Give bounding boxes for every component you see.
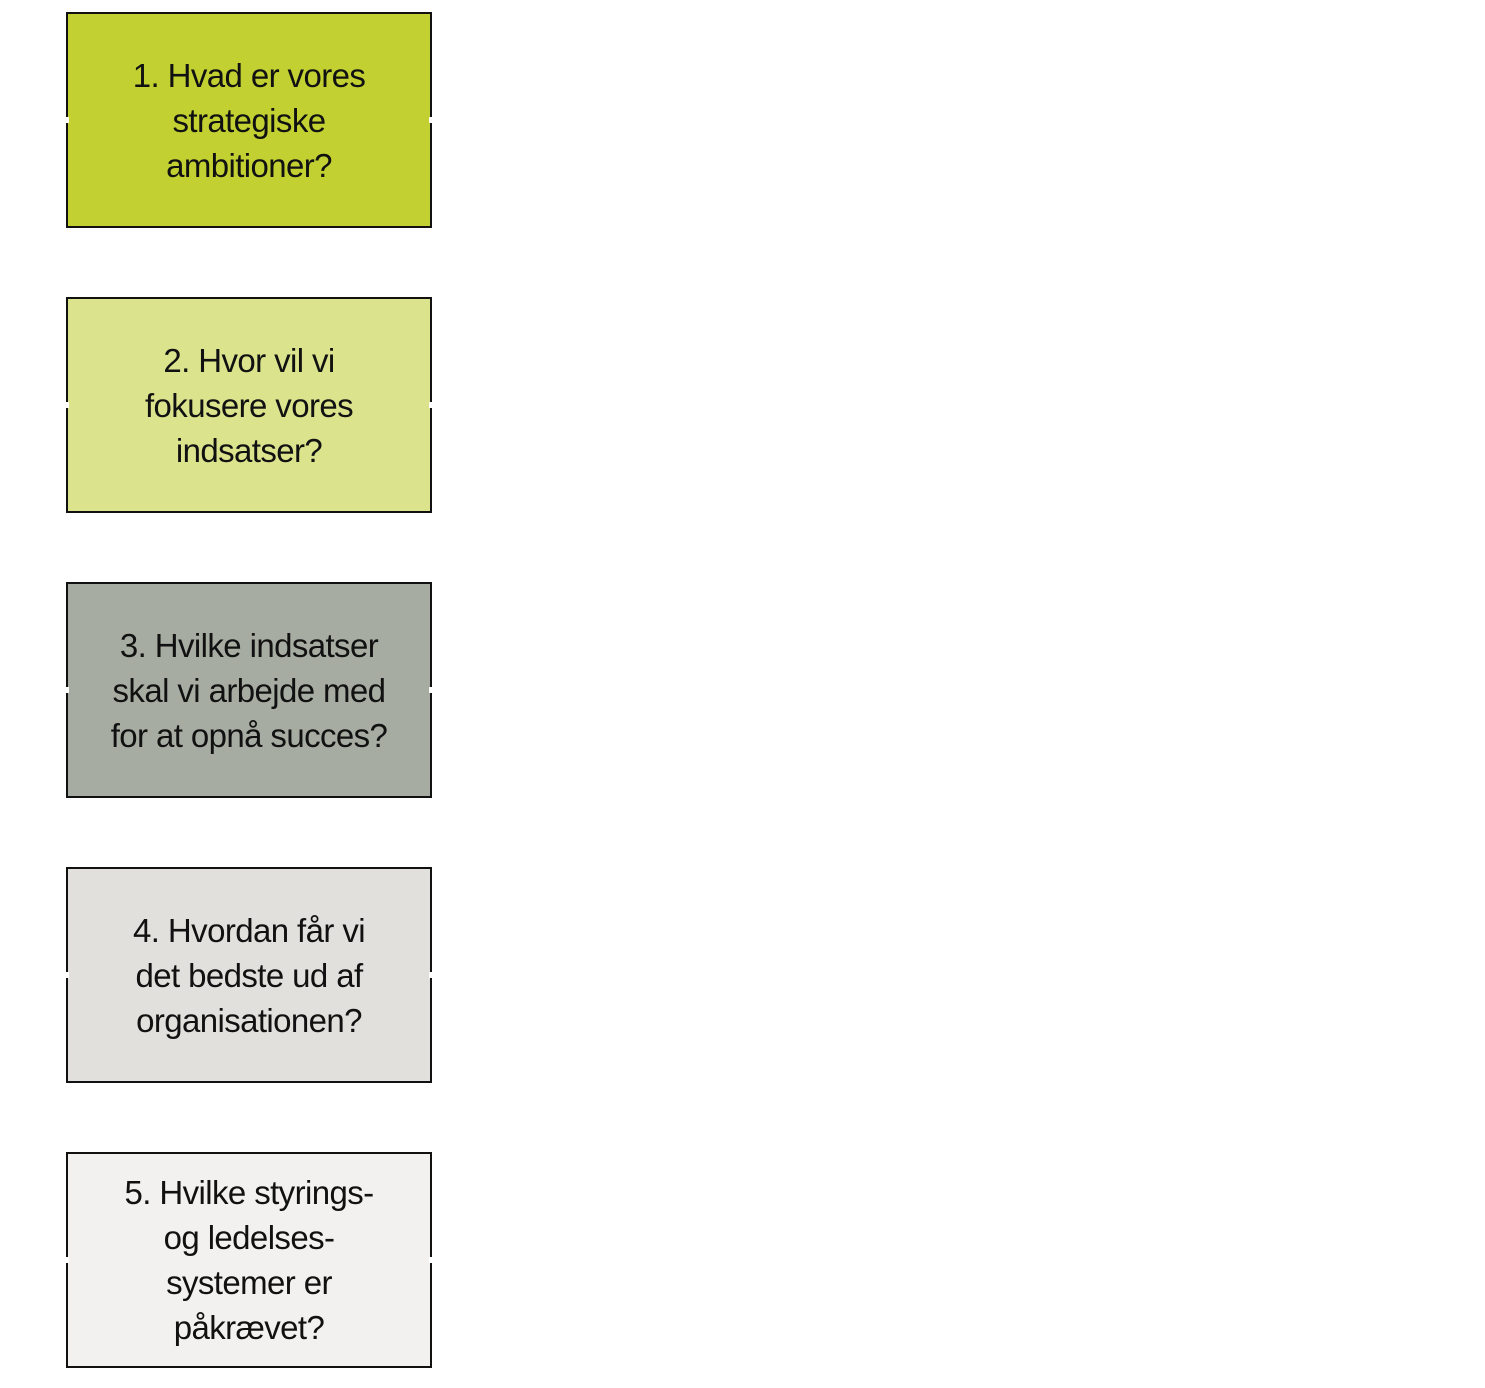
left-connector-notch <box>65 402 69 408</box>
left-connector-notch <box>65 687 69 693</box>
right-connector-notch <box>429 1257 433 1263</box>
step-box-2: 2. Hvor vil vi fokusere vores indsatser? <box>65 297 433 513</box>
right-connector-notch <box>429 402 433 408</box>
left-connector-notch <box>65 972 69 978</box>
left-connector-notch <box>65 1257 69 1263</box>
left-connector-notch <box>65 117 69 123</box>
step-box-1: 1. Hvad er vores strategiske ambitioner? <box>65 12 433 228</box>
step-box-3: 3. Hvilke indsatser skal vi arbejde med … <box>65 582 433 798</box>
step-1-question: 1. Hvad er vores strategiske ambitioner? <box>132 56 366 184</box>
step-4-question: 4. Hvordan får vi det bedste ud af organ… <box>133 911 366 1039</box>
right-connector-notch <box>429 687 433 693</box>
step-box-4: 4. Hvordan får vi det bedste ud af organ… <box>65 867 433 1083</box>
step-box-5: 5. Hvilke styrings- og ledelses- systeme… <box>65 1152 433 1368</box>
right-connector-notch <box>429 117 433 123</box>
step-3-question: 3. Hvilke indsatser skal vi arbejde med … <box>110 626 388 754</box>
right-connector-notch <box>429 972 433 978</box>
step-2-question: 2. Hvor vil vi fokusere vores indsatser? <box>144 341 354 469</box>
step-5-question: 5. Hvilke styrings- og ledelses- systeme… <box>124 1174 375 1346</box>
